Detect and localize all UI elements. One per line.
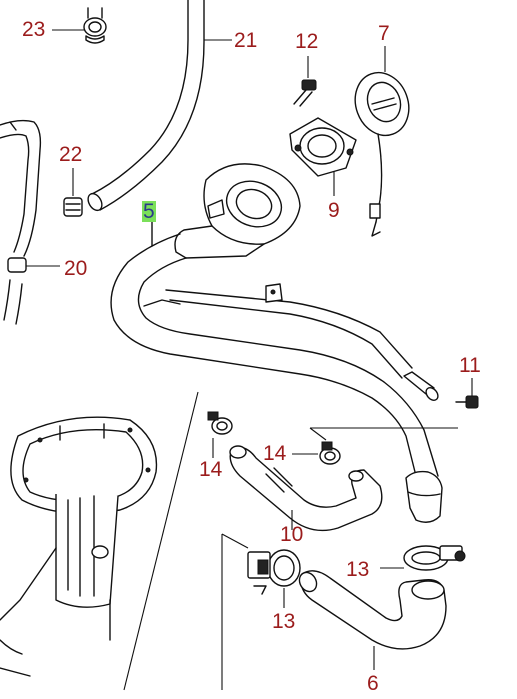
bolt-11-drawing xyxy=(455,378,479,409)
label-part-11: 11 xyxy=(459,354,481,377)
label-part-13-right: 13 xyxy=(346,558,370,581)
clamp-23-drawing xyxy=(52,7,107,44)
fuel-pump-assembly-drawing xyxy=(0,416,158,677)
hose-20-drawing xyxy=(0,119,60,325)
hose-21-drawing xyxy=(87,0,232,212)
label-part-7: 7 xyxy=(378,22,390,45)
label-part-6: 6 xyxy=(367,672,379,695)
label-part-20: 20 xyxy=(64,257,88,280)
assembly-lines xyxy=(123,391,458,691)
clamp-14-drawing xyxy=(207,411,341,465)
hose-6-drawing xyxy=(298,570,447,670)
bolt-12-drawing xyxy=(293,56,317,107)
bracket-9-drawing xyxy=(289,117,357,196)
label-part-14-right: 14 xyxy=(263,442,287,465)
filler-pipe-5-drawing xyxy=(110,163,443,523)
label-part-23: 23 xyxy=(22,18,46,41)
clamp-13-drawing xyxy=(247,545,466,608)
fuel-cap-7-drawing xyxy=(354,46,410,237)
label-part-10: 10 xyxy=(280,523,304,546)
label-part-13-left: 13 xyxy=(272,610,296,633)
hose-10-drawing xyxy=(229,445,383,532)
label-part-5: 5 xyxy=(142,200,156,223)
clamp-22-drawing xyxy=(63,168,83,217)
label-part-14-left: 14 xyxy=(199,458,223,481)
label-part-12: 12 xyxy=(295,30,319,53)
label-part-21: 21 xyxy=(234,29,258,52)
label-part-22: 22 xyxy=(59,143,83,166)
label-part-9: 9 xyxy=(328,199,340,222)
